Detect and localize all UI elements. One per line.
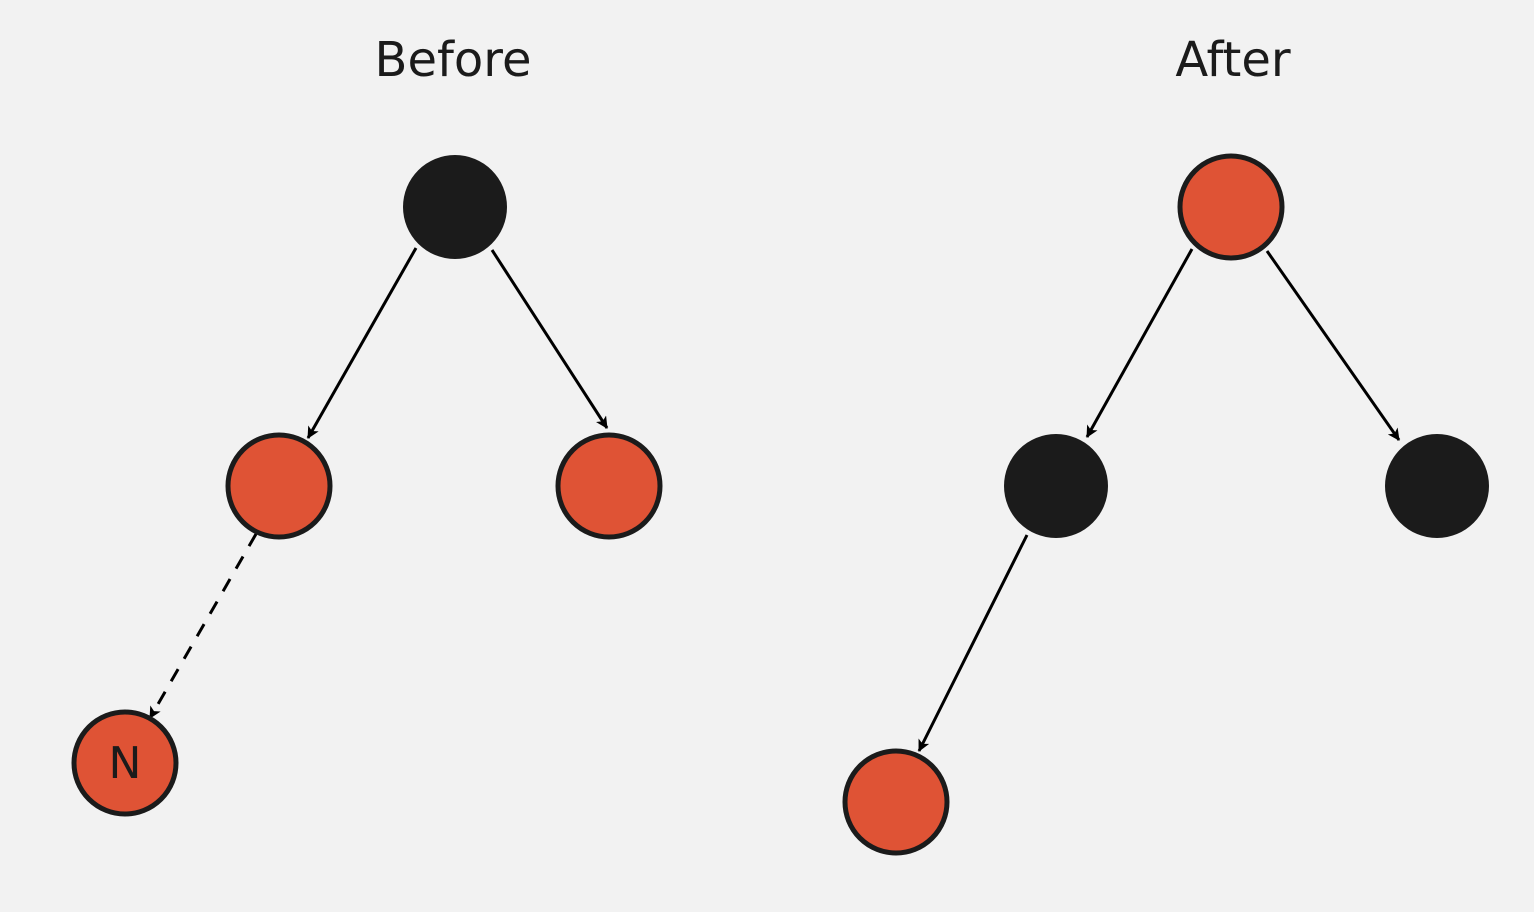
before-right-node [555,432,663,540]
before-root-node [403,155,507,259]
before-tree: N [71,155,663,817]
after-edge-root-right [1265,250,1401,441]
after-tree [842,153,1489,856]
after-edge-left-child [917,534,1029,752]
before-left-node [225,432,333,540]
before-title: Before [375,32,532,88]
after-right-node [1385,434,1489,538]
before-edge-root-right [490,249,609,429]
before-edge-root-left [306,247,418,439]
before-new-node [71,709,179,817]
before-edge-left-new [148,533,258,719]
after-left-node [1004,434,1108,538]
before-new-node-label: N [109,738,142,789]
after-title: After [1175,32,1291,88]
after-edge-root-left [1085,248,1194,438]
after-root-node [1177,153,1285,261]
after-child-node [842,748,950,856]
